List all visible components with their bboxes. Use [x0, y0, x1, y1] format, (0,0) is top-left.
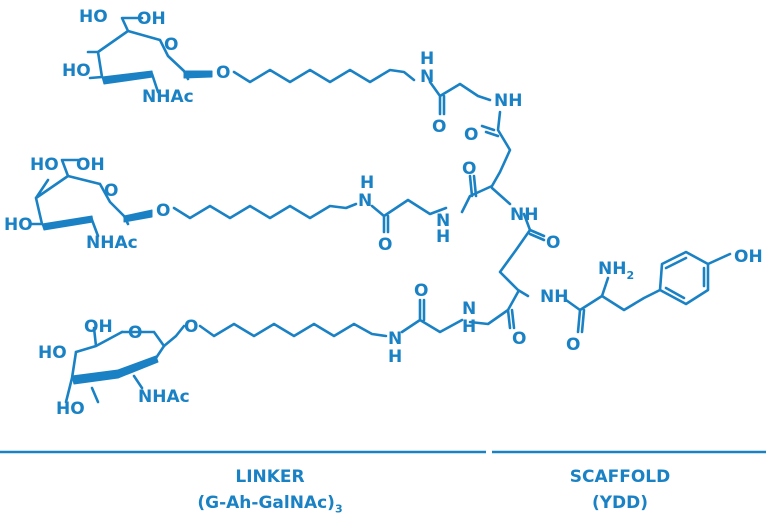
- amide-nitrogen-label: N: [388, 329, 402, 349]
- amide-hydrogen-label: H: [436, 227, 450, 247]
- tyrosine-residue: O NH2 OH: [564, 247, 763, 355]
- glycosidic-oxygen-label: O: [216, 63, 230, 83]
- amide-nitrogen-label: N: [436, 211, 450, 231]
- carbonyl-oxygen-label: O: [546, 233, 560, 253]
- amide-nitrogen-label: N: [358, 191, 372, 211]
- amide-hydrogen-label: H: [388, 347, 402, 367]
- linker-caption: LINKER (G-Ah-GalNAc)3: [160, 464, 380, 522]
- ring-oxygen-label: O: [164, 35, 178, 55]
- scaffold-title: SCAFFOLD: [569, 467, 671, 487]
- carbonyl-oxygen-label: O: [566, 335, 580, 355]
- galnac-residue-top: HO OH O HO NHAc O: [62, 7, 230, 107]
- carbonyl-oxygen-label: O: [378, 235, 392, 255]
- hydroxyl-label: OH: [137, 9, 166, 29]
- amide-nitrogen-label: N: [420, 67, 434, 87]
- amide-hydrogen-label: H: [462, 317, 476, 337]
- galnac-residue-middle: HO OH O HO NHAc O: [4, 155, 170, 253]
- hydroxyl-label: HO: [62, 61, 91, 81]
- hydroxyl-label: HO: [30, 155, 59, 175]
- carbonyl-oxygen-label: O: [462, 159, 476, 179]
- ring-oxygen-label: O: [128, 323, 142, 343]
- linker-chain-top: N H O NH: [232, 49, 522, 137]
- acetamido-label: NHAc: [138, 387, 190, 407]
- carbonyl-oxygen-label: O: [512, 329, 526, 349]
- amide-hydrogen-label: H: [420, 49, 434, 69]
- acetamido-label: NHAc: [142, 87, 194, 107]
- linker-chain-bottom: N H O N H: [198, 281, 476, 367]
- hydroxyl-label: HO: [56, 399, 85, 419]
- amide-nh-label: NH: [540, 287, 568, 307]
- amide-nitrogen-label: N: [462, 299, 476, 319]
- amide-hydrogen-label: H: [360, 173, 374, 193]
- glycosidic-oxygen-label: O: [156, 201, 170, 221]
- acetamido-label: NHAc: [86, 233, 138, 253]
- hydroxyl-label: HO: [38, 343, 67, 363]
- carbonyl-oxygen-label: O: [414, 281, 428, 301]
- carbonyl-oxygen-label: O: [464, 125, 478, 145]
- linker-chain-middle: N H O N H: [172, 173, 450, 255]
- aspartate-backbone: O O NH O NH O: [460, 110, 568, 349]
- glycosidic-oxygen-label: O: [184, 317, 198, 337]
- amide-nh-label: NH: [494, 91, 522, 111]
- linker-title: LINKER: [235, 467, 305, 487]
- hydroxyl-label: HO: [79, 7, 108, 27]
- carbonyl-oxygen-label: O: [432, 117, 446, 137]
- amine-label: NH2: [598, 259, 634, 282]
- hydroxyl-label: OH: [76, 155, 105, 175]
- hydroxyl-label: HO: [4, 215, 33, 235]
- scaffold-caption: SCAFFOLD (YDD): [540, 464, 700, 516]
- scaffold-subtitle: (YDD): [591, 493, 649, 513]
- linker-subtitle: (G-Ah-GalNAc)3: [197, 493, 343, 516]
- hydroxyl-label: OH: [84, 317, 113, 337]
- galnac-residue-bottom: OH O O HO NHAc HO: [38, 317, 198, 419]
- ring-oxygen-label: O: [104, 181, 118, 201]
- amide-nh-label: NH: [510, 205, 538, 225]
- phenol-hydroxyl-label: OH: [734, 247, 763, 267]
